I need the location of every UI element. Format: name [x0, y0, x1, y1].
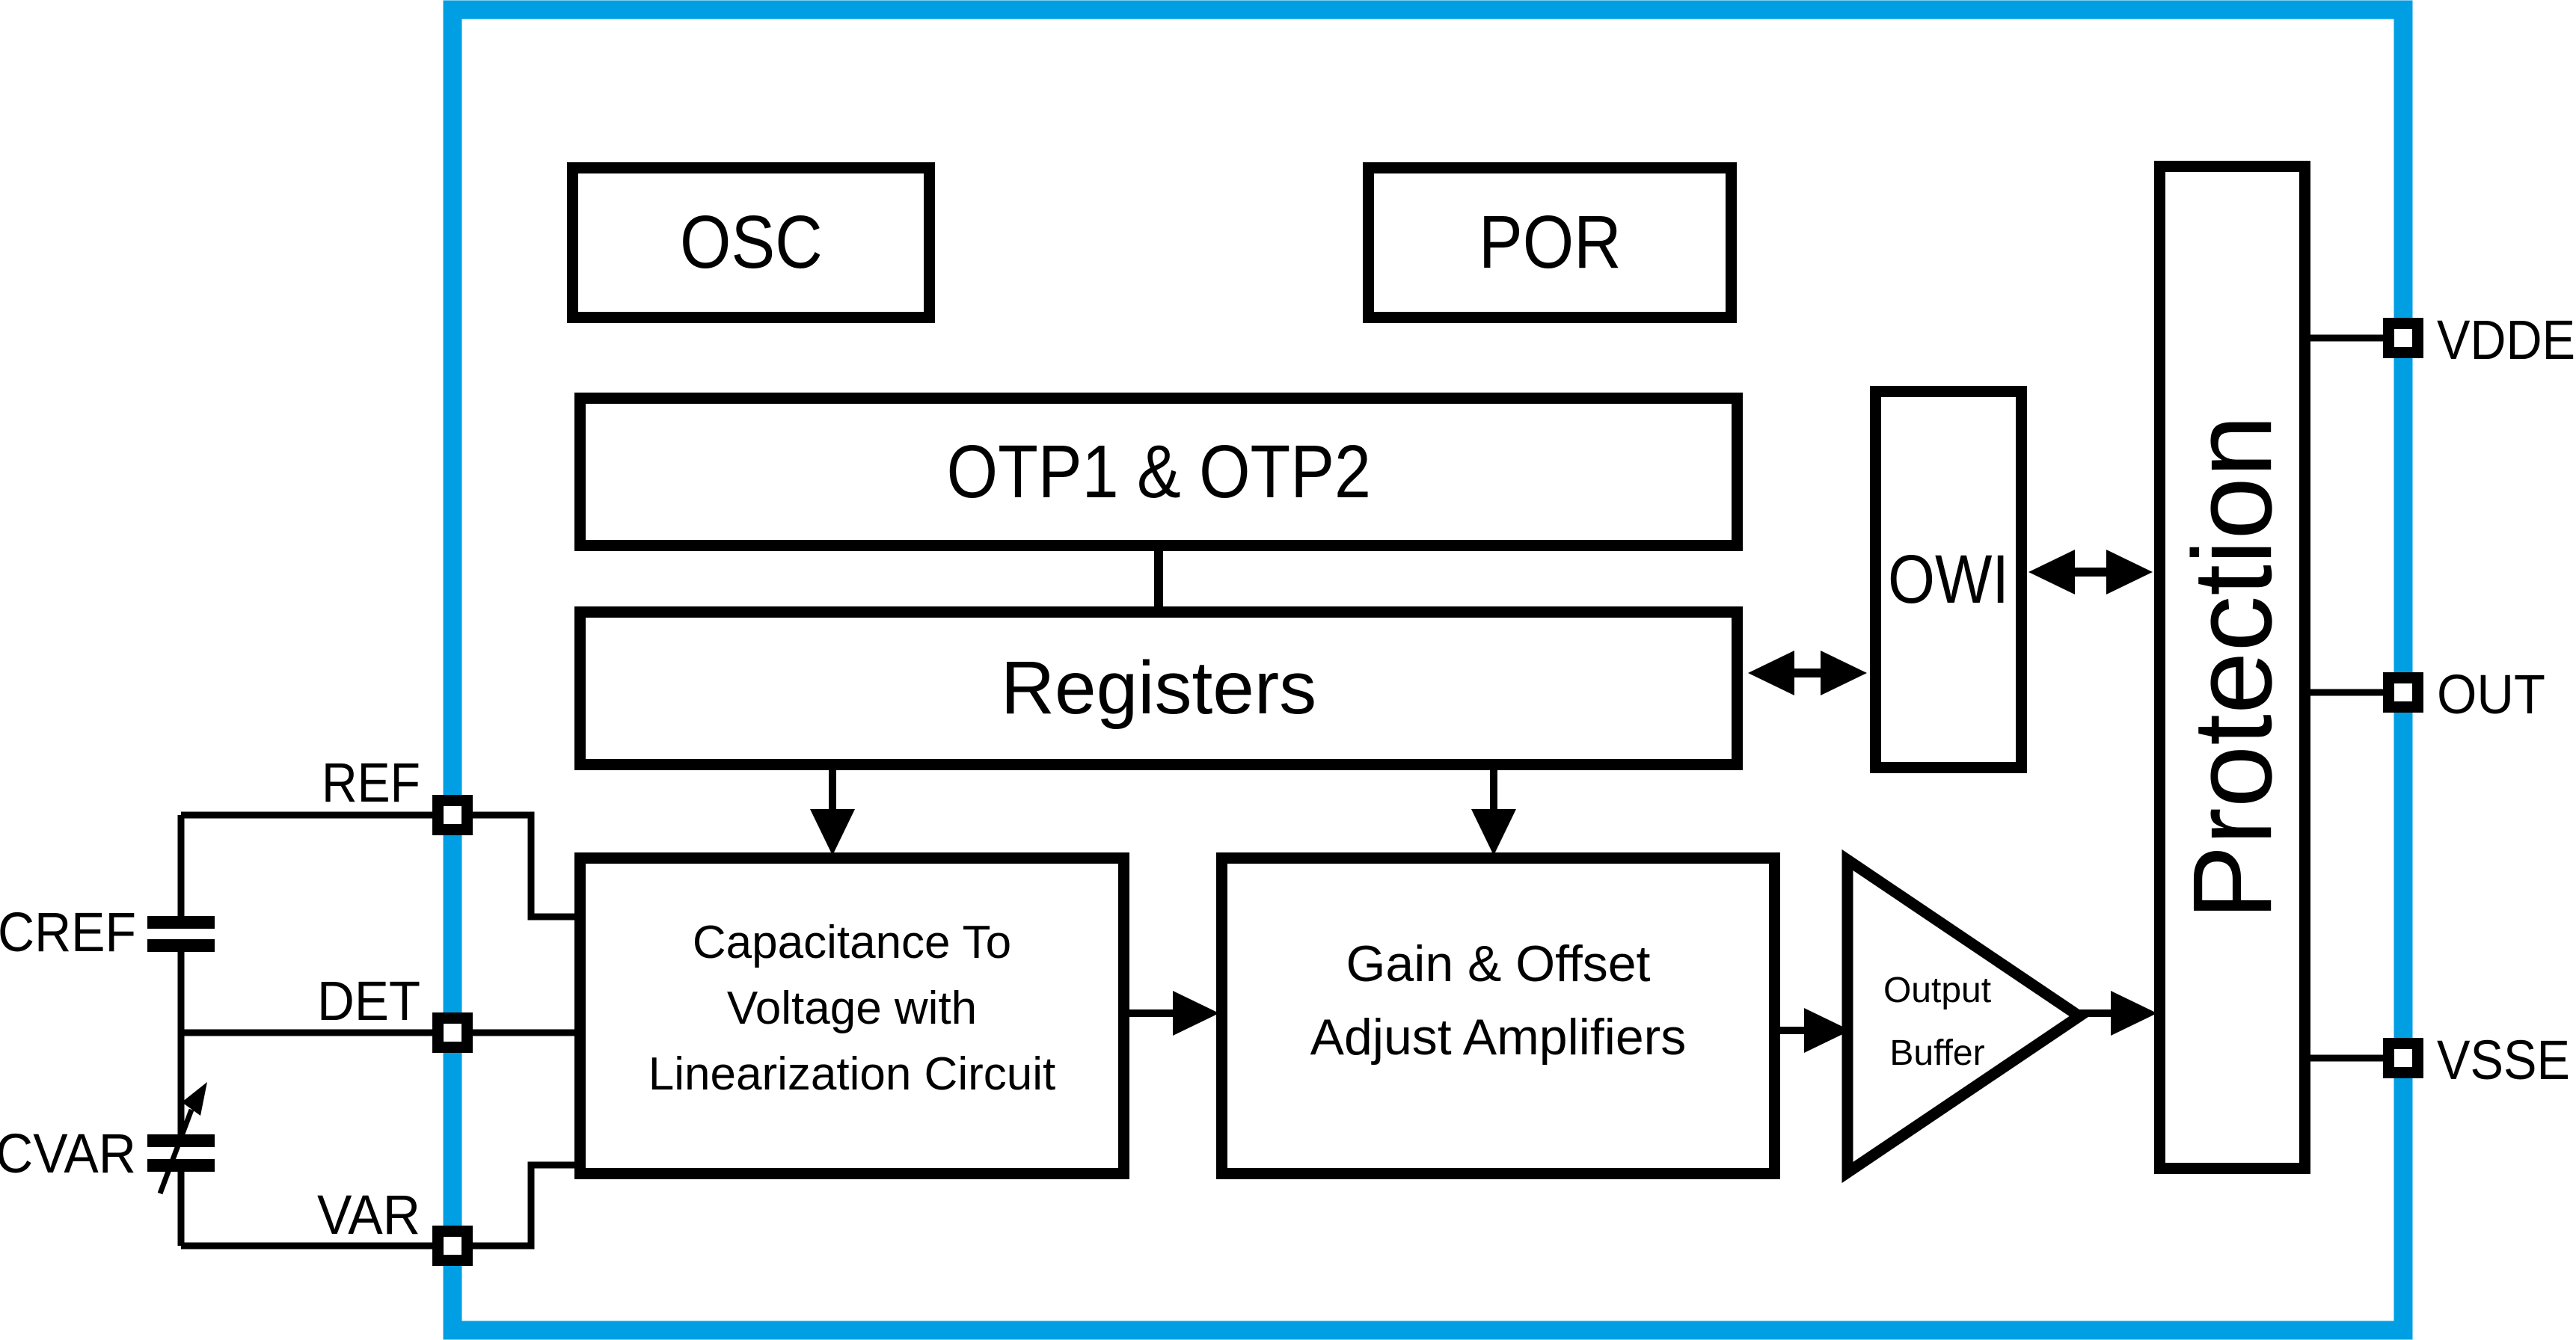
pad-inner [2394, 1049, 2412, 1067]
arrow-head-right [2106, 550, 2153, 594]
arrow-head [810, 809, 855, 855]
arrow-gain-to-buffer [1780, 1008, 1850, 1053]
arrow-head [1804, 1008, 1850, 1053]
det-pad [432, 1012, 473, 1053]
protection-block: Protection [2154, 161, 2310, 1174]
pad-inner [2394, 683, 2412, 701]
vsse-pin-label: VSSE [2437, 1029, 2570, 1091]
gain-block: Gain & Offset Adjust Amplifiers [1216, 852, 1780, 1179]
vdde-pad [2383, 318, 2423, 358]
output-buffer-label: Output Buffer [1847, 959, 2027, 1085]
var-pin-label: VAR [317, 1184, 420, 1246]
out-pad [2383, 672, 2423, 713]
arrow-head-left [2028, 550, 2075, 594]
chip-boundary [443, 0, 2413, 1340]
otp-block: OTP1 & OTP2 [574, 393, 1743, 551]
output-buffer-triangle [1841, 849, 2090, 1184]
arrow-c2v-to-gain [1129, 991, 1219, 1036]
var-internal-stub [453, 1161, 577, 1250]
ref-pin-label: REF [322, 752, 420, 814]
pad-inner [2394, 329, 2412, 347]
ref-pad [432, 795, 473, 835]
pad-inner [444, 806, 461, 824]
out-pin-label: OUT [2437, 663, 2545, 725]
gain-label-line1: Gain & Offset [1346, 935, 1651, 992]
owi-label: OWI [1888, 541, 2009, 618]
cref-plate-top [147, 916, 215, 929]
cvar-plate-bottom [147, 1159, 215, 1172]
osc-label: OSC [679, 200, 823, 284]
arrow-head-right [1821, 651, 1867, 695]
registers-label: Registers [1000, 646, 1317, 730]
c2v-block: Capacitance To Voltage with Linearizatio… [574, 852, 1129, 1179]
cref-label: CREF [0, 901, 136, 963]
registers-block: Registers [574, 606, 1743, 770]
pad-inner [444, 1237, 461, 1255]
c2v-label-line2: Voltage with [726, 982, 978, 1034]
ref-internal-stub [453, 811, 577, 921]
protection-label: Protection [2169, 414, 2295, 921]
otp-label: OTP1 & OTP2 [946, 429, 1371, 514]
arrow-owi-protection-bidirectional [2028, 550, 2153, 594]
cvar-arrow-shaft [157, 1108, 194, 1195]
arrow-head [1471, 809, 1516, 855]
arrow-registers-to-gain [1471, 770, 1516, 855]
arrow-registers-owi-bidirectional [1748, 651, 1867, 695]
arrow-head [1173, 991, 1219, 1036]
gain-label-line2: Adjust Amplifiers [1310, 1008, 1687, 1066]
cref-capacitor [147, 916, 215, 952]
vdde-pin-label: VDDE [2437, 309, 2575, 371]
c2v-label-line1: Capacitance To [692, 916, 1012, 968]
cvar-label: CVAR [0, 1122, 136, 1184]
arrow-head [2111, 991, 2157, 1036]
c2v-label-line3: Linearization Circuit [648, 1048, 1056, 1100]
vsse-pad [2383, 1038, 2423, 1078]
output-buffer-label-line1: Output [1883, 971, 1992, 1010]
var-pad [432, 1226, 473, 1266]
osc-block: OSC [567, 162, 935, 323]
owi-block: OWI [1870, 386, 2027, 773]
por-block: POR [1363, 162, 1737, 323]
pad-inner [444, 1024, 461, 1042]
gain-label: Gain & Offset Adjust Amplifiers [1310, 927, 1687, 1105]
arrow-head-left [1748, 651, 1794, 695]
output-buffer-label-line2: Buffer [1889, 1033, 1985, 1073]
cvar-capacitor [147, 1082, 215, 1195]
por-label: POR [1478, 200, 1622, 284]
c2v-label: Capacitance To Voltage with Linearizatio… [648, 910, 1055, 1122]
cref-plate-bottom [147, 939, 215, 952]
cvar-arrow-head [182, 1082, 207, 1116]
det-pin-label: DET [317, 970, 420, 1032]
arrow-registers-to-c2v [810, 770, 855, 855]
arrow-buffer-to-protection [2079, 991, 2157, 1036]
